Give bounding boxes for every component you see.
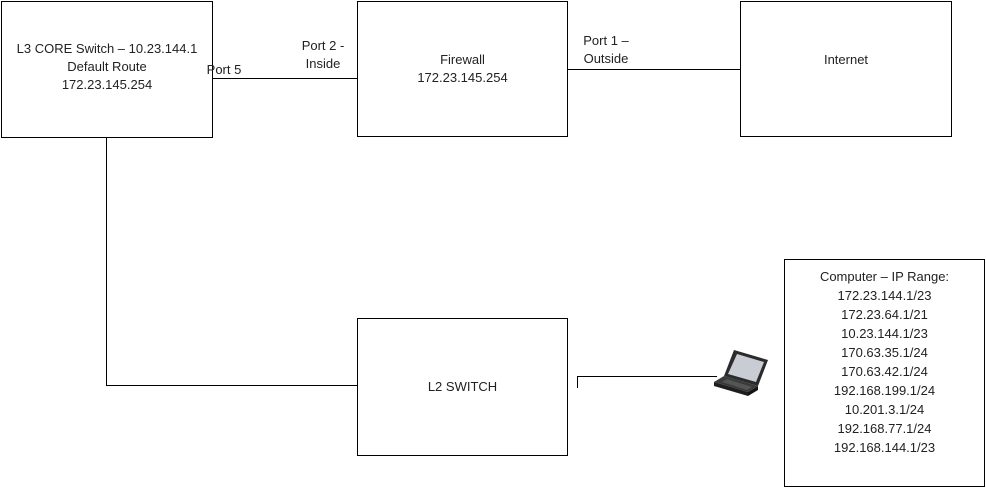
ip-range-item: 192.168.77.1/24: [837, 421, 932, 436]
port1-label-line1: Port 1 –: [583, 33, 629, 48]
port2-label-line2: Inside: [305, 56, 341, 71]
internet-box: Internet: [740, 1, 952, 137]
link-l2-laptop-horizontal: [577, 376, 717, 377]
link-core-down: [106, 138, 107, 386]
port5-label: Port 5: [206, 62, 242, 77]
firewall-ip: 172.23.145.254: [417, 70, 508, 85]
firewall-title: Firewall: [440, 52, 485, 67]
core-switch-box: L3 CORE Switch – 10.23.144.1 Default Rou…: [1, 1, 213, 138]
link-core-firewall: [212, 78, 357, 79]
ip-range-item: 10.23.144.1/23: [841, 326, 928, 341]
l2-switch-label: L2 SWITCH: [427, 379, 498, 394]
firewall-box: Firewall 172.23.145.254: [357, 1, 568, 137]
port1-label: Port 1 – Outside: [573, 32, 639, 68]
ip-range-item: 170.63.35.1/24: [841, 345, 928, 360]
ip-range-item: 170.63.42.1/24: [841, 364, 928, 379]
core-switch-default-route-ip: 172.23.145.254: [61, 77, 153, 92]
core-switch-default-route-label: Default Route: [67, 59, 147, 74]
laptop-icon: [712, 346, 770, 402]
ip-range-item: 10.201.3.1/24: [844, 402, 925, 417]
port1-label-line2: Outside: [583, 51, 629, 66]
core-switch-title: L3 CORE Switch – 10.23.144.1: [16, 41, 198, 56]
internet-label: Internet: [823, 52, 869, 67]
ip-range-item: 192.168.199.1/24: [833, 383, 936, 398]
ip-range-title: Computer – IP Range:: [819, 269, 950, 284]
ip-range-item: 192.168.144.1/23: [833, 440, 936, 455]
ip-range-item: 172.23.144.1/23: [837, 288, 932, 303]
link-l2-laptop-vertical: [577, 376, 578, 388]
port2-label-line1: Port 2 -: [301, 38, 345, 53]
l2-switch-box: L2 SWITCH: [357, 318, 568, 456]
link-core-l2switch: [106, 385, 357, 386]
ip-range-item: 172.23.64.1/21: [841, 307, 928, 322]
port2-label: Port 2 - Inside: [290, 37, 356, 73]
link-firewall-internet: [567, 69, 740, 70]
ip-range-box: Computer – IP Range: 172.23.144.1/23 172…: [784, 259, 985, 487]
